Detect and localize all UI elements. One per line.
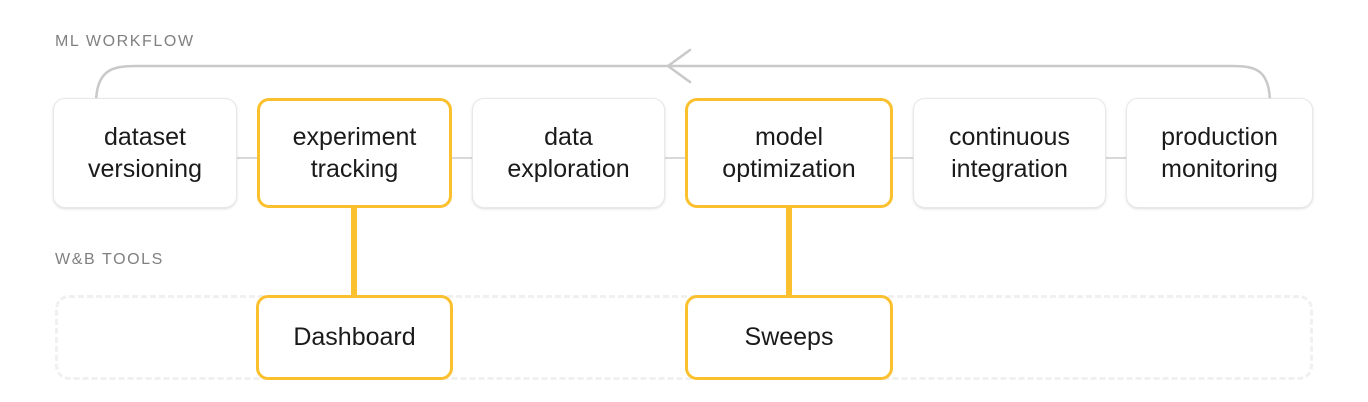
link-model-optimization-to-sweeps	[786, 208, 792, 296]
tool-box-dashboard[interactable]: Dashboard	[256, 295, 453, 380]
feedback-loop-arrow	[94, 48, 1272, 106]
stage-connector-2	[452, 157, 472, 159]
stage-label-line2: tracking	[310, 155, 399, 183]
stage-label-line2: versioning	[88, 155, 202, 183]
section-label-ml-workflow: ML WORKFLOW	[55, 33, 195, 50]
stage-label-line1: model	[754, 123, 824, 151]
stage-connector-1	[237, 157, 257, 159]
stage-box-dataset-versioning[interactable]: dataset versioning	[53, 98, 237, 208]
stage-connector-5	[1106, 157, 1126, 159]
link-experiment-tracking-to-dashboard	[351, 208, 357, 296]
stage-label-line1: continuous	[949, 123, 1070, 151]
stage-box-production-monitoring[interactable]: production monitoring	[1126, 98, 1313, 208]
tool-label-sweeps: Sweeps	[744, 323, 834, 351]
stage-label-line2: monitoring	[1161, 155, 1278, 183]
section-label-wb-tools: W&B TOOLS	[55, 251, 164, 268]
stage-label-line2: optimization	[722, 155, 856, 183]
stage-box-data-exploration[interactable]: data exploration	[472, 98, 665, 208]
stage-connector-3	[665, 157, 685, 159]
stage-label-line1: data	[544, 123, 593, 151]
tools-placeholder-band	[55, 295, 1313, 380]
stage-label-line2: exploration	[507, 155, 630, 183]
stage-label-line2: integration	[951, 155, 1068, 183]
stage-label-line1: experiment	[292, 123, 417, 151]
stage-connector-4	[893, 157, 913, 159]
stage-label-line1: production	[1161, 123, 1278, 151]
tool-box-sweeps[interactable]: Sweeps	[685, 295, 893, 380]
stage-box-continuous-integration[interactable]: continuous integration	[913, 98, 1106, 208]
stage-label-line1: dataset	[103, 123, 186, 151]
stage-box-experiment-tracking[interactable]: experiment tracking	[257, 98, 452, 208]
tool-label-dashboard: Dashboard	[293, 323, 416, 351]
arrow-left-icon	[666, 48, 692, 84]
stage-box-model-optimization[interactable]: model optimization	[685, 98, 893, 208]
